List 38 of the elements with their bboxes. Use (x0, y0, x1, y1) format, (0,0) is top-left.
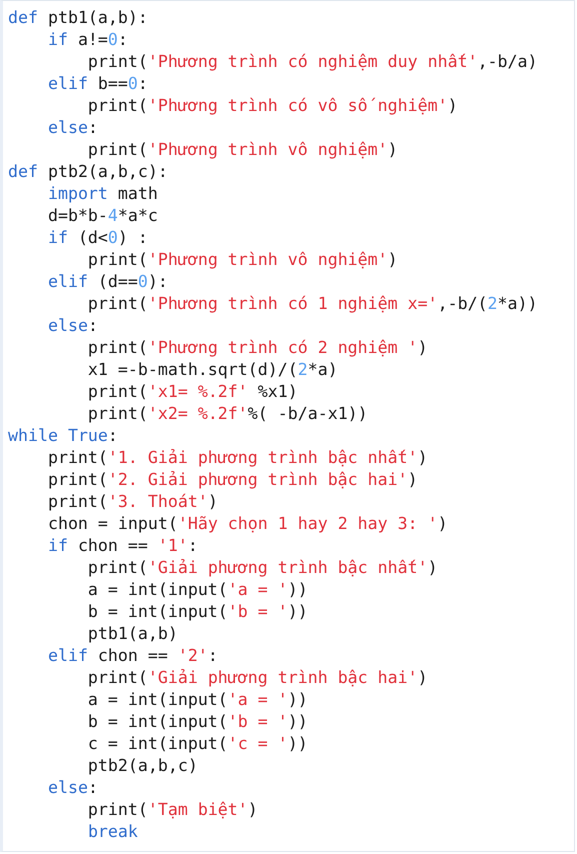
code-line: elif chon == '2': (46, 645, 218, 667)
code-line: chon = input('Hãy chọn 1 hay 2 hay 3: ') (46, 513, 448, 535)
code-line: print('Phương trình vô nghiệm') (86, 139, 398, 161)
code-line: print('Phương trình có 2 nghiệm ') (86, 337, 428, 359)
code-line: if chon == '1': (46, 535, 198, 557)
code-line: print('Giải phương trình bậc hai') (86, 667, 428, 689)
code-line: ptb1(a,b) (86, 623, 178, 645)
code-line: else: (46, 777, 98, 799)
code-line: if (d<0) : (46, 227, 148, 249)
code-line: def ptb1(a,b): (8, 7, 148, 29)
code-line: elif b==0: (46, 73, 148, 95)
code-line: break (86, 821, 138, 843)
code-line: def ptb2(a,b,c): (8, 161, 168, 183)
code-line: ptb2(a,b,c) (86, 755, 198, 777)
code-line: d=b*b-4*a*c (46, 205, 158, 227)
code-line: print('x2= %.2f'%( -b/a-x1)) (86, 403, 368, 425)
code-line: b = int(input('b = ')) (86, 711, 308, 733)
code-line: print('Phương trình vô nghiệm') (86, 249, 398, 271)
code-line: print('2. Giải phương trình bậc hai') (46, 469, 418, 491)
code-line: print('Phương trình có 1 nghiệm x=',-b/(2*a)) (86, 293, 538, 315)
code-line: while True: (8, 425, 118, 447)
code-line: a = int(input('a = ')) (86, 689, 308, 711)
code-line: b = int(input('b = ')) (86, 601, 308, 623)
code-line: print('1. Giải phương trình bậc nhất') (46, 447, 428, 469)
code-line: c = int(input('c = ')) (86, 733, 308, 755)
code-line: print('Phương trình có nghiệm duy nhất',-b/a) (86, 51, 538, 73)
code-line: print('3. Thoát') (46, 491, 218, 513)
code-line: elif (d==0): (46, 271, 168, 293)
code-line: x1 =-b-math.sqrt(d)/(2*a) (86, 359, 338, 381)
code-line: print('Giải phương trình bậc nhất') (86, 557, 438, 579)
code-line: import math (46, 183, 158, 205)
code-line: print('x1= %.2f' %x1) (86, 381, 298, 403)
code-line: else: (46, 117, 98, 139)
code-line: a = int(input('a = ')) (86, 579, 308, 601)
code-line: else: (46, 315, 98, 337)
code-line: print('Tạm biệt') (86, 799, 258, 821)
code-line: print('Phương trình có vô số nghiệm') (86, 95, 458, 117)
code-line: if a!=0: (46, 29, 128, 51)
